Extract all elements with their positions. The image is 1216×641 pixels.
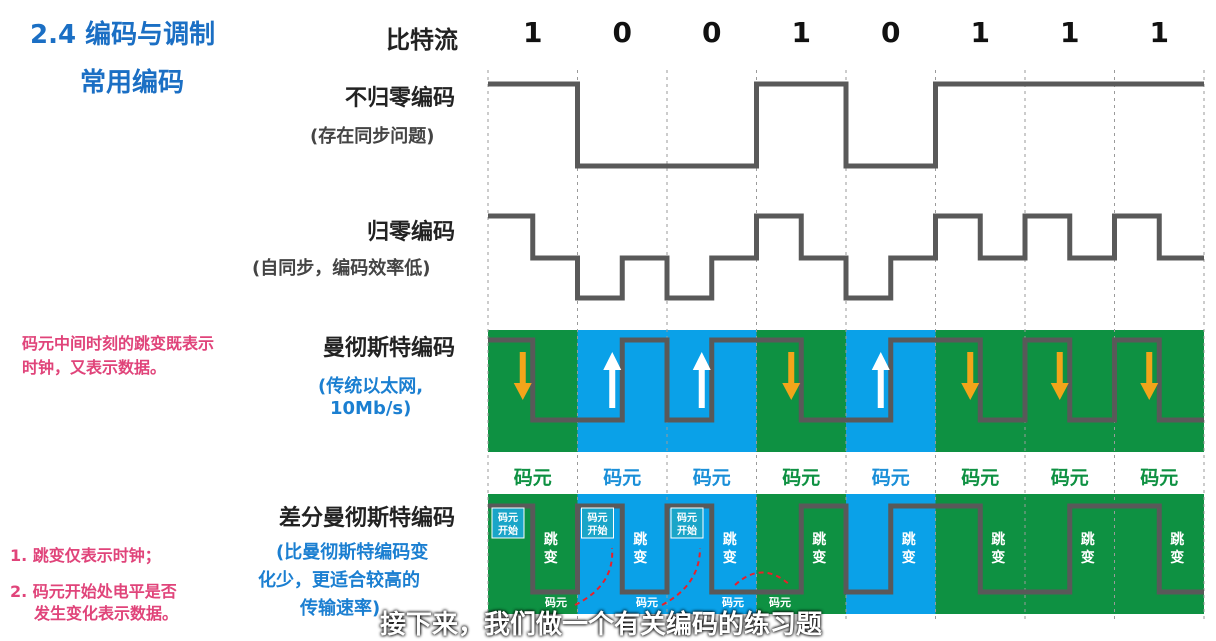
manchester-down-arrowhead-0	[513, 383, 532, 400]
diff-jump-label-b-3: 变	[812, 549, 826, 566]
manchester-cell-label-2: 码元	[693, 467, 731, 489]
diff-start-box-1	[581, 507, 614, 539]
bitstream-label: 比特流	[386, 26, 458, 54]
diff-small-label-3: 码元	[769, 596, 791, 609]
manchester-note-1: (传统以太网,	[318, 376, 424, 397]
diff-start-label-a-0: 码元	[498, 512, 518, 524]
diff-curve-arrow-0	[574, 547, 614, 606]
manchester-cell-label-4: 码元	[872, 467, 910, 489]
diff-curve-arrow-2	[734, 571, 791, 586]
diff-jump-label-a-0: 跳	[544, 531, 558, 548]
manchester-down-arrowhead-5	[961, 383, 980, 400]
nrz-note: (存在同步问题)	[310, 126, 435, 147]
diff-small-label-1: 码元	[636, 596, 658, 609]
diff-jump-label-a-2: 跳	[723, 531, 737, 548]
diff-note-1: (比曼彻斯特编码变	[276, 542, 429, 563]
manchester-cell-label-6: 码元	[1051, 467, 1089, 489]
bit-5: 1	[970, 16, 990, 49]
manchester-down-arrowhead-7	[1140, 383, 1159, 400]
diff-jump-label-a-3: 跳	[812, 531, 826, 548]
manchester-cell-label-7: 码元	[1140, 467, 1178, 489]
manchester-up-arrowhead-1	[603, 352, 622, 370]
diff-side-note-2b: 发生变化表示数据。	[34, 604, 179, 623]
manchester-side-note-2: 时钟，又表示数据。	[22, 358, 167, 377]
diff-jump-label-b-7: 变	[1170, 549, 1184, 566]
diff-start-label-b-2: 开始	[677, 524, 697, 537]
diff-note-2: 化少，更适合较高的	[258, 570, 420, 591]
rz-label: 归零编码	[366, 220, 455, 245]
bit-4: 0	[881, 16, 901, 49]
manchester-up-arrowhead-2	[692, 352, 711, 370]
diff-jump-label-b-6: 变	[1081, 549, 1095, 566]
diff-start-box-0	[491, 507, 525, 539]
diff-start-label-a-2: 码元	[677, 512, 697, 524]
topic-title: 常用编码	[80, 68, 185, 98]
diff-manchester-label: 差分曼彻斯特编码	[278, 506, 455, 531]
manchester-cell-label-5: 码元	[961, 467, 999, 489]
diff-jump-label-a-1: 跳	[633, 531, 647, 548]
manchester-cell-label-1: 码元	[603, 467, 641, 489]
diff-note-3: 传输速率)	[300, 598, 381, 619]
diff-start-label-a-1: 码元	[588, 512, 608, 524]
manchester-cell-label-3: 码元	[782, 467, 820, 489]
diff-jump-label-a-4: 跳	[902, 531, 916, 548]
manchester-waveform	[488, 337, 1204, 423]
manchester-side-note-1: 码元中间时刻的跳变既表示	[22, 334, 215, 353]
nrz-waveform	[488, 81, 1204, 169]
diff-jump-label-b-0: 变	[544, 549, 558, 566]
manchester-down-arrowhead-6	[1050, 383, 1069, 400]
rz-note: (自同步，编码效率低)	[252, 258, 431, 279]
manchester-cell-label-0: 码元	[514, 467, 552, 489]
diff-side-note-2a: 2. 码元开始处电平是否	[10, 582, 177, 601]
diff-side-note-1: 1. 跳变仅表示时钟；	[10, 546, 161, 565]
manchester-label: 曼彻斯特编码	[322, 336, 455, 361]
diff-jump-label-a-6: 跳	[1081, 531, 1095, 548]
diff-start-label-b-0: 开始	[498, 524, 518, 537]
diff-manchester-waveform	[488, 503, 1204, 595]
manchester-down-arrowhead-3	[782, 383, 801, 400]
diff-jump-label-b-4: 变	[902, 549, 916, 566]
bit-1: 0	[612, 16, 632, 49]
manchester-up-arrowhead-4	[871, 352, 890, 370]
diff-jump-label-a-5: 跳	[991, 531, 1005, 548]
section-title: 2.4 编码与调制	[30, 20, 216, 50]
bit-0: 1	[523, 16, 543, 49]
bit-7: 1	[1149, 16, 1169, 49]
diff-small-label-0: 码元	[545, 596, 567, 609]
encoding-waveform-diagram: 码元码元码元码元码元码元码元码元跳变跳变跳变跳变跳变跳变跳变跳变码元开始码元开始…	[487, 70, 1205, 620]
diff-start-box-2	[670, 507, 704, 539]
nrz-label: 不归零编码	[344, 86, 455, 111]
bit-6: 1	[1060, 16, 1080, 49]
rz-waveform	[488, 213, 1204, 301]
diff-jump-label-b-1: 变	[633, 549, 647, 566]
diff-start-label-b-1: 开始	[588, 524, 608, 537]
manchester-note-2: 10Mb/s)	[330, 398, 412, 419]
diff-jump-label-a-7: 跳	[1170, 531, 1184, 548]
diff-small-label-2: 码元	[722, 596, 744, 609]
diff-jump-label-b-5: 变	[991, 549, 1005, 566]
diff-jump-label-b-2: 变	[723, 549, 737, 566]
diff-curve-arrow-1	[661, 547, 701, 606]
bit-3: 1	[791, 16, 811, 49]
video-subtitle: 接下来，我们做一个有关编码的练习题	[380, 610, 823, 640]
bit-2: 0	[702, 16, 722, 49]
